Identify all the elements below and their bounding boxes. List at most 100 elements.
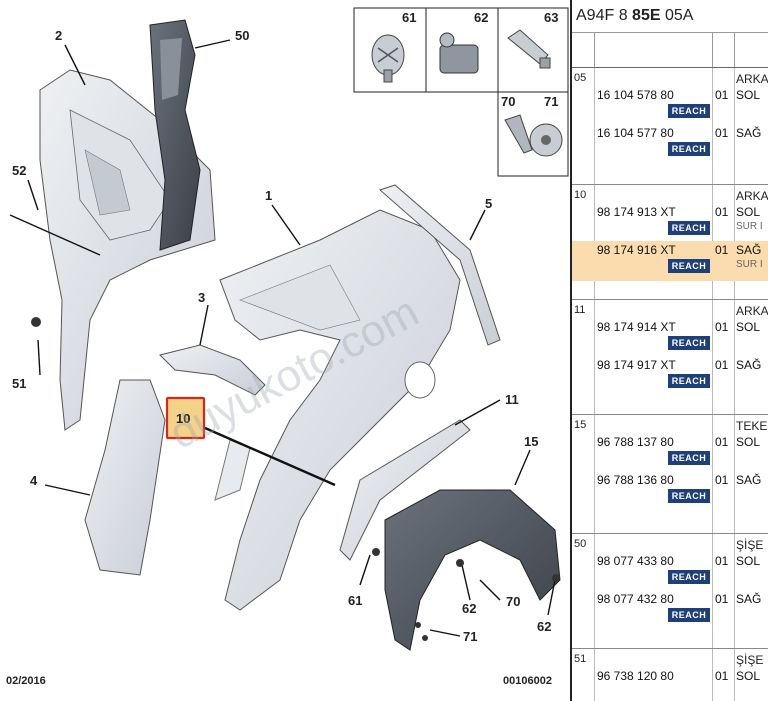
- part-side: SOL: [736, 205, 761, 219]
- group-number: 10: [574, 189, 587, 201]
- group-number: 15: [574, 419, 587, 431]
- part-quantity: 01: [715, 88, 729, 102]
- part-row[interactable]: 98 077 432 80 01 SAĞ REACH: [572, 590, 768, 630]
- callout-4[interactable]: 4: [30, 473, 38, 488]
- legend-label-70: 70: [501, 94, 515, 109]
- group-description: ARKA: [736, 189, 768, 203]
- callout-61-diagram[interactable]: 61: [348, 593, 362, 608]
- fasteners: [31, 317, 560, 641]
- callout-3[interactable]: 3: [198, 290, 205, 305]
- part-side: SOL: [736, 88, 761, 102]
- part-note: SUR I: [736, 221, 763, 232]
- part-number[interactable]: 98 174 916 XT: [597, 243, 676, 257]
- part-4-pillar: [84, 379, 166, 576]
- part-quantity: 01: [715, 592, 729, 606]
- part-number[interactable]: 98 077 432 80: [597, 592, 674, 606]
- part-number[interactable]: 16 104 578 80: [597, 88, 674, 102]
- callout-62b-diagram[interactable]: 62: [537, 619, 551, 634]
- part-side: SAĞ: [736, 592, 762, 606]
- part-number[interactable]: 98 174 913 XT: [597, 205, 676, 219]
- part-quantity: 01: [715, 554, 729, 568]
- part-number[interactable]: 96 788 136 80: [597, 473, 674, 487]
- reach-badge: REACH: [668, 221, 710, 235]
- group-number: 50: [574, 538, 587, 550]
- screw-icon: [504, 114, 533, 154]
- part-1-quarter-panel: [219, 209, 461, 611]
- exploded-parts-diagram: 2 50 52 51 4 1 3 5 10 11 15 61 62 70 71 …: [6, 7, 569, 687]
- part-side: SAĞ: [736, 358, 762, 372]
- part-side: SOL: [736, 320, 761, 334]
- part-11-strip: [339, 419, 471, 561]
- callout-62-diagram[interactable]: 62: [462, 601, 476, 616]
- part-number[interactable]: 16 104 577 80: [597, 126, 674, 140]
- callout-2[interactable]: 2: [55, 28, 62, 43]
- group-description: ARKA: [736, 72, 768, 86]
- part-row[interactable]: 16 104 577 80 01 SAĞ REACH: [572, 124, 768, 164]
- part-number[interactable]: 96 738 120 80: [597, 669, 674, 683]
- callout-71-diagram[interactable]: 71: [463, 629, 477, 644]
- part-row[interactable]: 96 788 137 80 01 SOL REACH: [572, 433, 768, 473]
- part-row[interactable]: 98 174 913 XT 01 SOL SUR I REACH: [572, 203, 768, 243]
- part-side: SOL: [736, 435, 761, 449]
- column-header: [572, 33, 768, 68]
- part-quantity: 01: [715, 126, 729, 140]
- group-description: ŞİŞE: [736, 538, 764, 552]
- part-10-insert: [214, 439, 251, 501]
- part-side: SAĞ: [736, 126, 762, 140]
- callout-52[interactable]: 52: [12, 163, 26, 178]
- reference-header: A94F 8 85E 05A: [572, 0, 768, 33]
- footer-code: 00106002: [503, 675, 552, 687]
- reach-badge: REACH: [668, 104, 710, 118]
- callout-51[interactable]: 51: [12, 376, 26, 391]
- part-number[interactable]: 98 077 433 80: [597, 554, 674, 568]
- group-number: 51: [574, 653, 587, 665]
- part-side: SOL: [736, 554, 761, 568]
- callout-1[interactable]: 1: [265, 188, 272, 203]
- legend-label-71: 71: [544, 94, 558, 109]
- part-number[interactable]: 96 788 137 80: [597, 435, 674, 449]
- part-quantity: 01: [715, 320, 729, 334]
- highlight-box-part-10: [165, 396, 206, 440]
- callout-50[interactable]: 50: [235, 28, 249, 43]
- part-number[interactable]: 98 174 914 XT: [597, 320, 676, 334]
- reach-badge: REACH: [668, 451, 710, 465]
- ref-suffix: 05A: [664, 7, 694, 24]
- reach-badge: REACH: [668, 142, 710, 156]
- part-quantity: 01: [715, 435, 729, 449]
- callout-70-diagram[interactable]: 70: [506, 594, 520, 609]
- callout-15[interactable]: 15: [524, 434, 538, 449]
- legend-label-61: 61: [402, 10, 416, 25]
- reach-badge: REACH: [668, 608, 710, 622]
- part-side: SAĞ: [736, 473, 762, 487]
- part-note: SUR I: [736, 259, 763, 270]
- ref-prefix: A94F 8: [576, 7, 628, 24]
- part-quantity: 01: [715, 473, 729, 487]
- part-50-bracket: [149, 19, 201, 251]
- part-15-wheel-liner: [384, 489, 561, 651]
- group-number: 11: [574, 304, 586, 316]
- part-3-panel: [159, 344, 266, 396]
- group-description: ŞİŞE: [736, 653, 764, 667]
- clip-icon: [439, 32, 479, 74]
- callout-11[interactable]: 11: [505, 392, 519, 407]
- part-number[interactable]: 98 174 917 XT: [597, 358, 676, 372]
- callout-10[interactable]: 10: [176, 411, 190, 426]
- part-quantity: 01: [715, 205, 729, 219]
- part-side: SOL: [736, 669, 761, 683]
- footer-date: 02/2016: [6, 675, 46, 687]
- group-description: ARKA: [736, 304, 768, 318]
- reach-badge: REACH: [668, 259, 710, 273]
- callout-5[interactable]: 5: [485, 196, 492, 211]
- part-row[interactable]: 16 104 578 80 01 SOL REACH: [572, 86, 768, 126]
